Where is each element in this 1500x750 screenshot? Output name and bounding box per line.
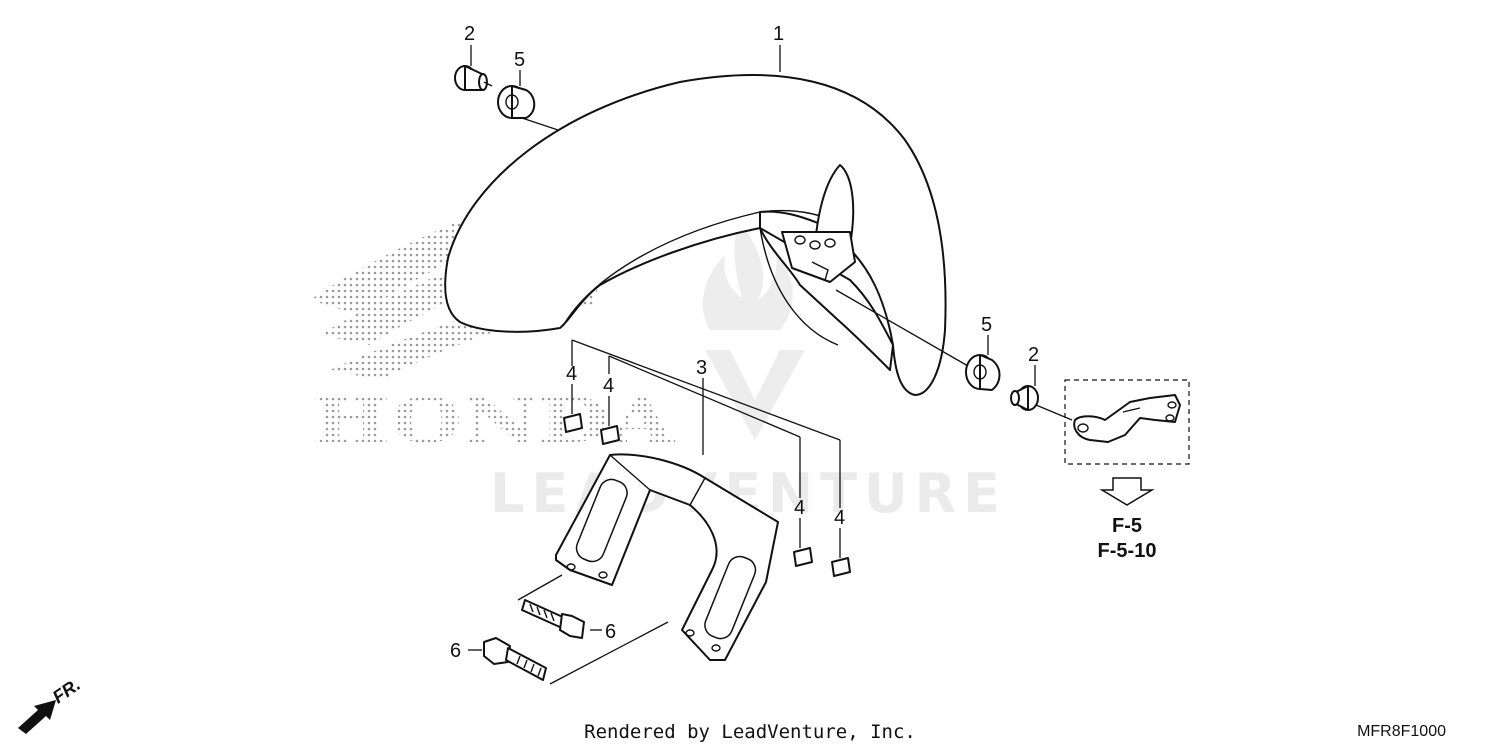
callout-fender: 1 [773, 23, 784, 45]
collar-right [1010, 385, 1039, 411]
callout-grommet-right: 5 [981, 314, 992, 336]
callout-clip-b: 4 [603, 375, 614, 397]
honda-logo-text: HONDA [312, 384, 675, 457]
rendered-by-credit: Rendered by LeadVenture, Inc. [584, 721, 916, 743]
grommet-right [965, 354, 1001, 391]
front-direction-indicator: FR. [18, 674, 84, 734]
collar-top [454, 65, 488, 91]
reference-arrow [1099, 477, 1155, 506]
clip-b [600, 425, 620, 445]
callout-bolt-upper: 6 [605, 621, 616, 643]
callouts: 1 2 5 3 4 4 4 4 5 2 6 6 [450, 23, 1039, 662]
clip-a [563, 413, 583, 433]
reference-label-main: F-5 [1112, 515, 1142, 537]
clip-d [831, 557, 851, 577]
callout-collar-right: 2 [1028, 344, 1039, 366]
clip-c [793, 547, 813, 567]
callout-clip-d: 4 [834, 507, 845, 529]
fender-stay [555, 453, 779, 661]
front-direction-arrow-icon [18, 700, 56, 734]
callout-collar-top: 2 [464, 23, 475, 45]
diagram-code: MFR8F1000 [1357, 723, 1446, 740]
grommet-top [497, 85, 536, 119]
leader-lines [468, 45, 1073, 685]
bolt-lower [483, 637, 547, 681]
reference-label-sub: F-5-10 [1098, 540, 1157, 562]
bolt-upper [521, 599, 585, 639]
front-fender [444, 74, 947, 396]
callout-clip-c: 4 [794, 497, 805, 519]
callout-grommet-top: 5 [514, 49, 525, 71]
callout-bolt-lower: 6 [450, 640, 461, 662]
fender-bracket-ref [1064, 379, 1190, 465]
callout-clip-a: 4 [566, 363, 577, 385]
callout-stay: 3 [696, 357, 707, 379]
